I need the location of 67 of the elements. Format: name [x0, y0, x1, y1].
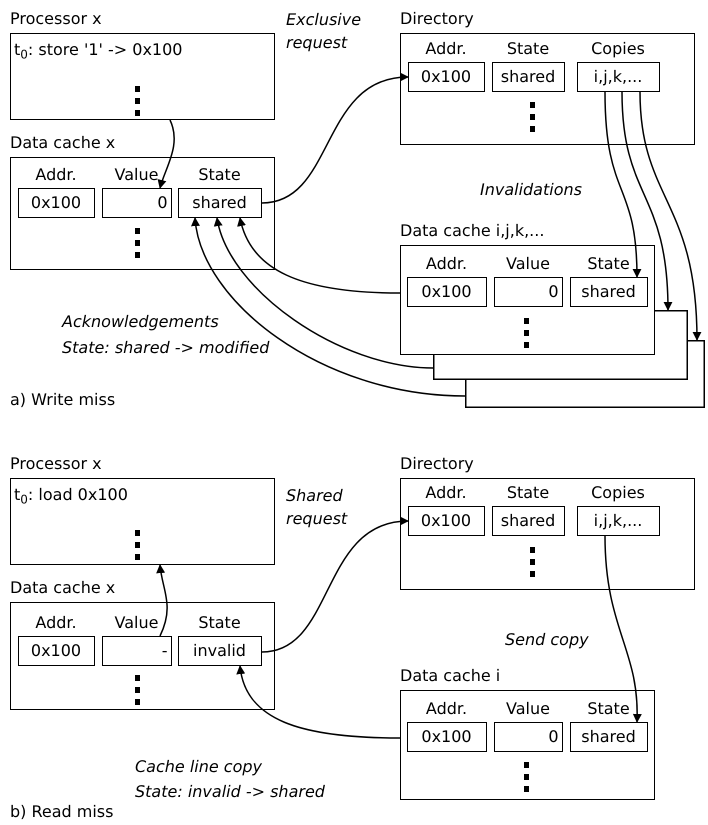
panel-heading: Data cache i	[400, 666, 500, 686]
column-header: Addr.	[424, 483, 468, 503]
column-header: State	[506, 483, 550, 503]
column-header: Copies	[590, 39, 646, 59]
note-text: Invalidations	[480, 180, 582, 200]
column-header: Addr.	[424, 39, 468, 59]
column-header: Value	[505, 254, 551, 274]
panel-heading: Data cache i,j,k,...	[400, 221, 544, 241]
panel-heading: Processor x	[10, 9, 102, 29]
panel-heading: Directory	[400, 9, 474, 29]
arrow	[238, 217, 400, 294]
column-header: State	[586, 254, 631, 274]
column-header: Value	[114, 165, 160, 185]
state-cell: shared	[570, 722, 648, 752]
arrow	[156, 564, 168, 636]
value-cell: 0	[494, 722, 562, 752]
column-header: Addr.	[34, 165, 78, 185]
column-header: Addr.	[424, 254, 468, 274]
address-cell: 0x100	[408, 62, 484, 92]
address-cell: 0x100	[406, 276, 486, 306]
state-cell: invalid	[178, 636, 262, 666]
note-text: b) Read miss	[10, 802, 114, 822]
note-text: Acknowledgements	[62, 312, 219, 332]
arrow	[262, 74, 409, 204]
panel-heading: Data cache x	[10, 578, 116, 598]
arrow	[621, 92, 672, 311]
value-cell: 0	[494, 276, 562, 306]
instruction-text: t$_{0}$: store '1' -> 0x100	[14, 40, 182, 64]
address-cell: 0x100	[408, 506, 484, 536]
value-cell: 0	[102, 188, 172, 218]
note-text: State: invalid -> shared	[135, 782, 325, 802]
value-cell: -	[102, 636, 172, 666]
arrow	[639, 92, 702, 341]
arrow	[262, 518, 409, 653]
column-header: State	[506, 39, 550, 59]
state-cell: shared	[570, 276, 648, 306]
instruction-text: t$_{0}$: load 0x100	[14, 485, 128, 509]
note-text: State: shared -> modified	[62, 338, 270, 358]
column-header: State	[586, 699, 631, 719]
arrow	[237, 665, 400, 739]
panel-heading: Data cache x	[10, 133, 116, 153]
arrow	[192, 217, 466, 397]
state-cell: shared	[178, 188, 262, 218]
stacked-cache-box	[465, 340, 705, 408]
stacked-cache-box	[433, 310, 688, 380]
panel-heading: Directory	[400, 454, 474, 474]
arrow	[604, 92, 642, 278]
address-cell: 0x100	[406, 722, 486, 752]
column-header: Addr.	[424, 699, 468, 719]
column-header: Value	[114, 613, 160, 633]
note-text: a) Write miss	[10, 390, 116, 410]
column-header: State	[197, 613, 242, 633]
note-text: Cache line copy	[135, 757, 262, 777]
column-header: Copies	[590, 483, 646, 503]
column-header: State	[197, 165, 242, 185]
state-cell: shared	[492, 62, 564, 92]
address-cell: 0x100	[18, 636, 94, 666]
arrow	[214, 217, 434, 369]
address-cell: 0x100	[18, 188, 94, 218]
column-header: Value	[505, 699, 551, 719]
panel-heading: Processor x	[10, 454, 102, 474]
arrow	[604, 536, 642, 723]
copies-cell: i,j,k,...	[576, 506, 660, 536]
state-cell: shared	[492, 506, 564, 536]
arrow	[158, 120, 175, 189]
column-header: Addr.	[34, 613, 78, 633]
copies-cell: i,j,k,...	[576, 62, 660, 92]
